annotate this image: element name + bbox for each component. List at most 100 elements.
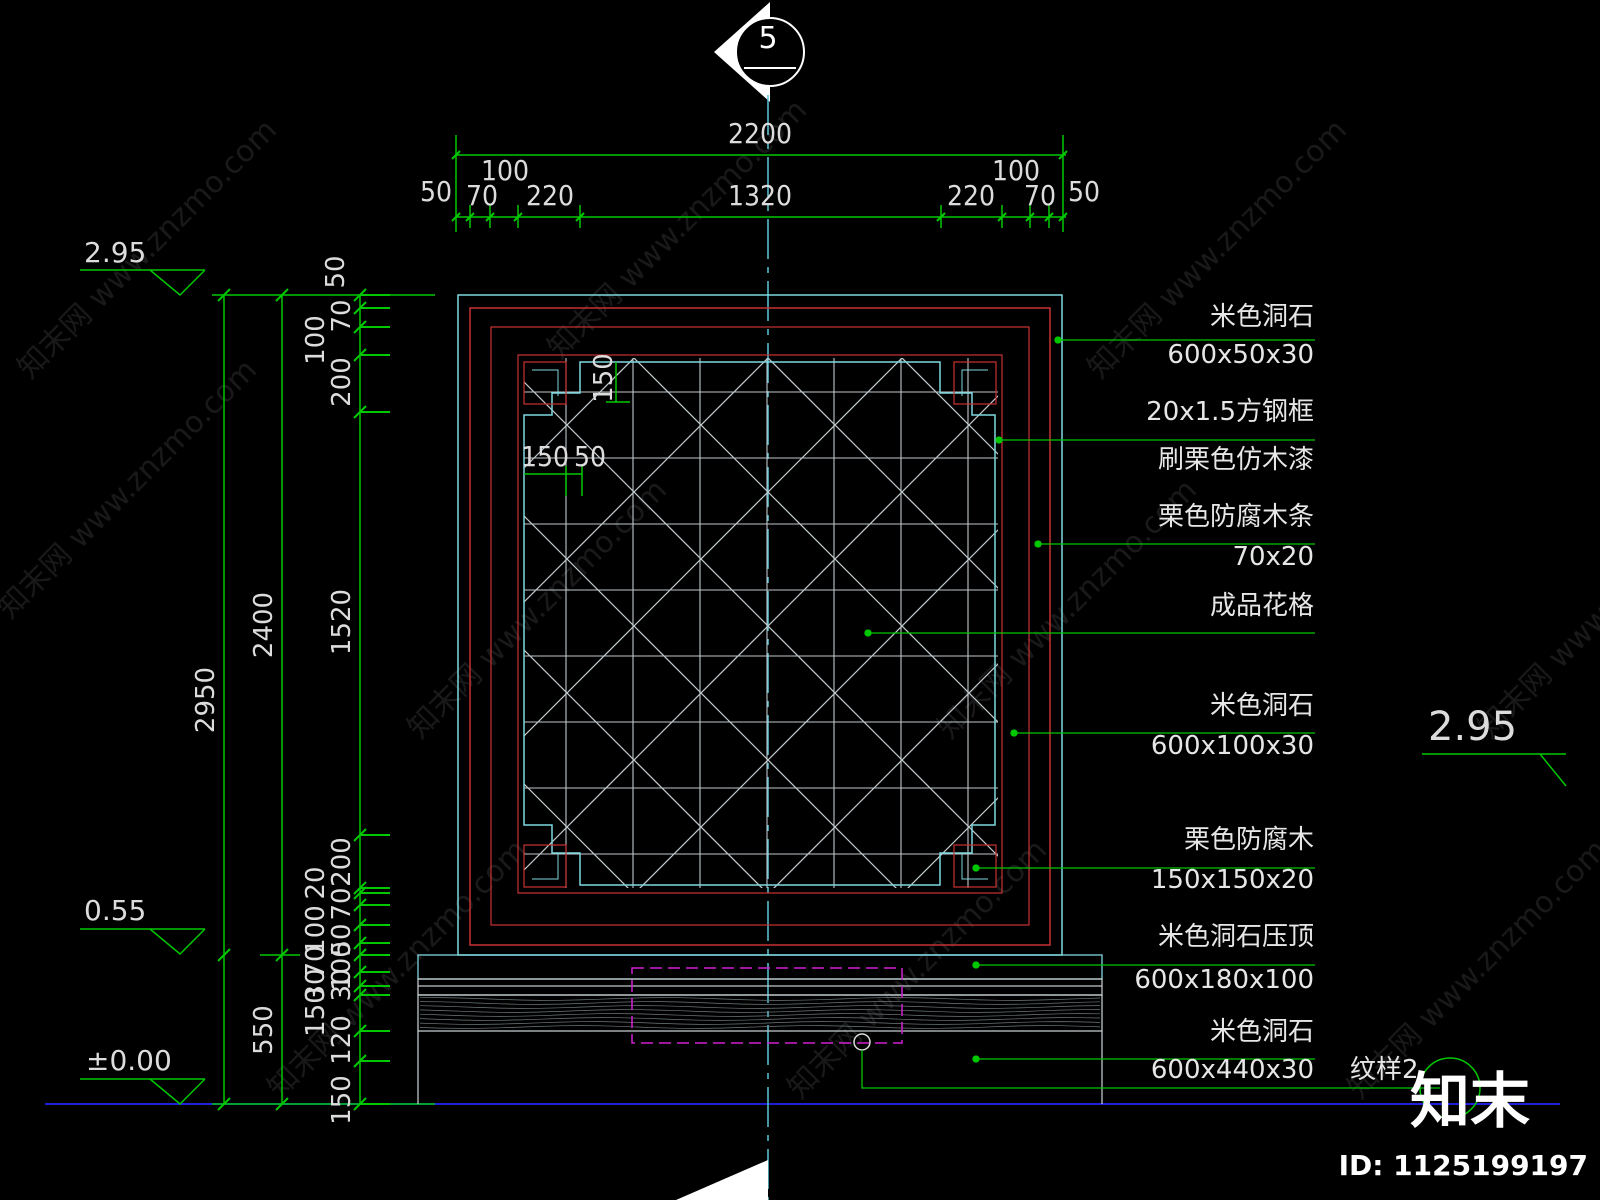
level-right-label: 2.95: [1428, 704, 1517, 750]
pattern-symbol: [1419, 1057, 1481, 1119]
lattice-line: [524, 358, 635, 469]
dim-h-seg-2: 70: [466, 179, 498, 212]
horizontal-dimension-ticks: [451, 150, 1068, 222]
lattice-line: [0, 0, 430, 958]
level-zero-label: ±0.00: [86, 1044, 172, 1077]
annotation-spec: 600x180x100: [1134, 965, 1314, 995]
lattice-line: [524, 783, 629, 888]
lattice-line: [972, 0, 1600, 958]
annotation-spec: 刷栗色仿木漆: [1158, 445, 1314, 475]
annotation-spec: 600x100x30: [1151, 731, 1314, 761]
lattice-outline: [523, 361, 996, 886]
watermark-layer: 知末网 www.znzmo.com 知末网 www.znzmo.com 知末网 …: [0, 93, 1600, 1106]
lattice-line: [1374, 0, 1600, 958]
dim-inner-top: 200: [327, 357, 357, 407]
dim-inner-bottom: 150: [327, 1075, 357, 1125]
dim-inner-top: 50: [321, 255, 351, 288]
annotation-spec: 600x440x30: [1151, 1055, 1314, 1085]
annotation-name: 成品花格: [1210, 591, 1314, 621]
lattice-line: [1374, 0, 1600, 958]
lattice-line: [0, 0, 28, 958]
dim-inner-bottom: 150: [301, 987, 331, 1037]
lattice-line: [436, 0, 1600, 958]
vertical-dimension-ticks: [217, 288, 390, 1111]
lattice-line: [524, 381, 998, 857]
watermark-text: 知末网 www.znzmo.com: [781, 833, 1054, 1106]
annotation-name: 栗色防腐木条: [1158, 502, 1314, 532]
dimension-tick: [217, 1097, 231, 1111]
dim-h-seg-8: 70: [1024, 179, 1056, 212]
annotation-name: 米色洞石: [1210, 1017, 1314, 1047]
dim-detail-offset-b: 50: [574, 440, 606, 473]
corner-blocks: [523, 361, 997, 888]
section-number: 5: [758, 21, 777, 56]
pattern-label: 纹样2: [1350, 1055, 1419, 1085]
level-mid-label: 0.55: [84, 894, 146, 927]
dim-h-seg-4: 220: [526, 179, 574, 212]
annotation-name: 米色洞石压顶: [1158, 922, 1314, 952]
dim-inner-bottom: 30: [327, 968, 357, 1001]
dim-h-seg-9: 50: [1068, 175, 1100, 208]
dim-inner-bottom: 20: [301, 866, 331, 899]
lattice-line: [0, 0, 430, 958]
stone-frame: [457, 294, 1063, 956]
wood-grain-line: [419, 1013, 1101, 1017]
wood-grain-line: [419, 1005, 1101, 1009]
brand-logo: 知末: [1410, 1067, 1530, 1137]
wood-grain-line: [419, 1017, 1101, 1021]
dimension-tick: [275, 948, 289, 962]
section-marker: 5: [714, 2, 805, 102]
hidden-outline: [631, 967, 903, 1044]
lattice-line: [704, 0, 1600, 958]
lattice-line: [0, 0, 1100, 958]
section-cut-mark: [676, 1160, 768, 1200]
dimension-tick: [217, 288, 231, 302]
annotation-spec: 70x20: [1232, 542, 1314, 572]
dim-detail-corner: 150: [589, 353, 619, 403]
lattice-line: [1374, 0, 1600, 1092]
dim-inner-bottom: 50: [327, 923, 357, 956]
plinth: [417, 954, 1103, 1104]
vertical-dimensions: [212, 294, 435, 1105]
plinth-wood-grain: [419, 997, 1101, 1029]
lattice-line: [773, 663, 998, 888]
dim-lower-height: 550: [249, 1005, 279, 1055]
annotation-leaders: [864, 336, 1315, 1063]
dimension-tick: [217, 948, 231, 962]
level-marker-top: [80, 269, 206, 297]
dim-inner-bottom: 200: [327, 837, 357, 887]
corner-block-inner: [532, 369, 988, 880]
dim-inner-bottom: 100: [327, 941, 357, 991]
wood-grain-line: [419, 1021, 1101, 1025]
dim-inner-top: 70: [327, 299, 357, 332]
annotation-spec: 150x150x20: [1151, 865, 1314, 895]
dim-h-seg-7: 100: [992, 154, 1040, 187]
dim-overall-width: 2200: [728, 117, 792, 150]
lattice-line: [0, 0, 28, 958]
annotation-spec: 600x50x30: [1167, 340, 1314, 370]
wood-grain-line: [419, 1001, 1101, 1005]
level-marker-zero: [80, 1078, 206, 1106]
dimension-tick: [275, 288, 289, 302]
dim-overall-height: 2950: [191, 667, 221, 733]
lattice-line: [524, 395, 998, 871]
detail-dimension-lines: [524, 362, 630, 496]
level-top-label: 2.95: [84, 236, 146, 269]
pattern-leader: [861, 1050, 1440, 1089]
lattice-line: [0, 0, 28, 1092]
dim-h-seg-1: 50: [420, 175, 452, 208]
annotation-name: 20x1.5方钢框: [1146, 397, 1314, 427]
dim-detail-offset-a: 150: [521, 440, 569, 473]
wood-grain-line: [419, 1009, 1101, 1013]
brand-id: ID: 1125199197: [1339, 1149, 1588, 1182]
dim-inner-bottom: 100: [301, 905, 331, 955]
lattice-line: [570, 0, 1600, 958]
watermark-text: 知末网 www.znzmo.com: [11, 113, 284, 386]
level-marker-mid: [80, 928, 206, 956]
lattice-line: [0, 0, 28, 1092]
wood-grain-line: [419, 1025, 1101, 1029]
dim-inner-bottom: 120: [327, 1015, 357, 1065]
lattice-line: [1374, 0, 1600, 1092]
